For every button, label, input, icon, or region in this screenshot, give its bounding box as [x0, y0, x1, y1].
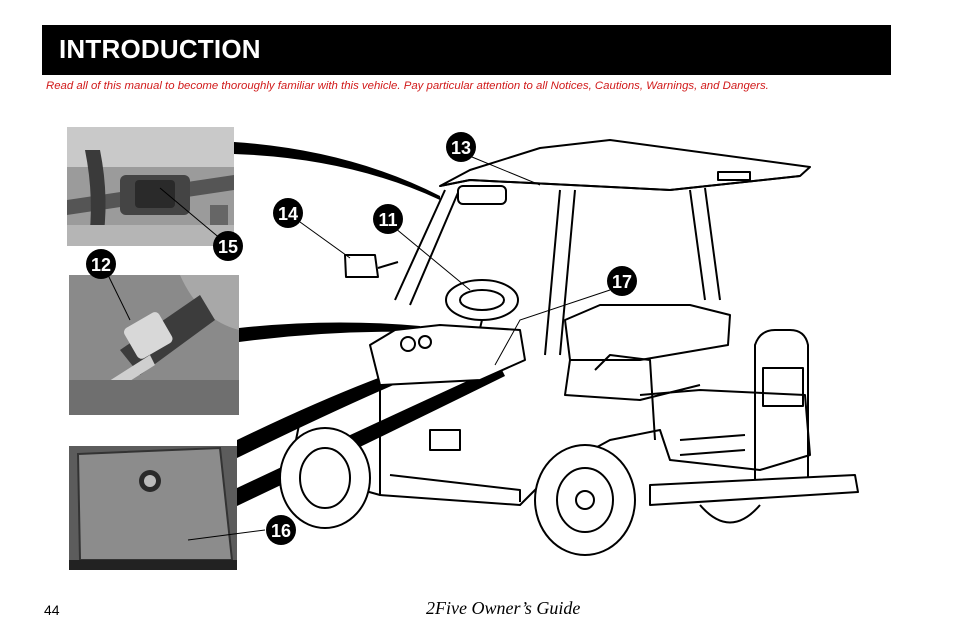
- svg-text:15: 15: [218, 237, 238, 257]
- photo-inset-mirror: [67, 127, 234, 246]
- intro-notice-text: Read all of this manual to become thorou…: [46, 80, 769, 92]
- section-header-banner: INTRODUCTION: [42, 25, 891, 75]
- callout-12: 12: [86, 249, 116, 279]
- svg-text:13: 13: [451, 138, 471, 158]
- pointer-lines: [107, 156, 611, 541]
- svg-text:14: 14: [278, 204, 298, 224]
- vehicle-illustration: 13 14 11 15 12 17 16: [67, 127, 859, 570]
- photo-inset-glove-box: [69, 446, 237, 570]
- section-title: INTRODUCTION: [59, 34, 261, 64]
- photo-inset-key-switch: [69, 275, 239, 415]
- page-number: 44: [44, 602, 60, 618]
- callout-15: 15: [213, 231, 243, 261]
- callout-13: 13: [446, 132, 476, 162]
- golf-cart-drawing: [279, 139, 859, 556]
- callout-16: 16: [266, 515, 296, 545]
- svg-text:16: 16: [271, 521, 291, 541]
- svg-text:11: 11: [378, 210, 397, 230]
- callout-11: 11: [373, 204, 403, 234]
- callout-17: 17: [607, 266, 637, 296]
- svg-text:12: 12: [91, 255, 111, 275]
- svg-text:17: 17: [612, 272, 632, 292]
- footer-guide-title: 2Five Owner’s Guide: [426, 598, 581, 618]
- callout-14: 14: [273, 198, 303, 228]
